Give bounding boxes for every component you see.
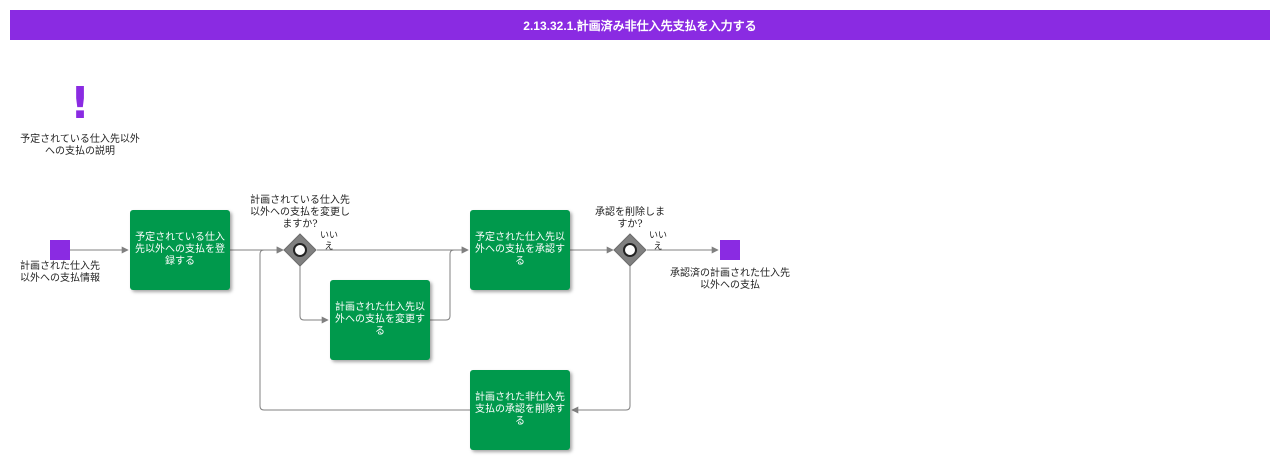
task-register-label: 予定されている仕入先以外への支払を登録する: [135, 232, 225, 267]
flow-change-to-approve: [430, 246, 469, 321]
start-event[interactable]: [50, 240, 70, 260]
flow-gateway-to-change: [299, 266, 329, 324]
end-event[interactable]: [720, 240, 740, 260]
task-delete-approval[interactable]: 計画された非仕入先支払の承認を削除する: [470, 370, 570, 450]
gateway-change[interactable]: [283, 233, 317, 267]
gateway-delete-label: 承認を削除しますか?: [595, 207, 665, 230]
end-event-label: 承認済の計画された仕入先以外への支払: [670, 268, 790, 291]
flow-delete-loop-back: [259, 246, 470, 411]
task-register-payment[interactable]: 予定されている仕入先以外への支払を登録する: [130, 210, 230, 290]
gateway-delete[interactable]: [613, 233, 647, 267]
gateway-change-label: 計画されている仕入先以外への支払を変更しますか?: [250, 195, 350, 230]
edge-label-no-change: いいえ: [319, 231, 338, 252]
task-change-label: 計画された仕入先以外への支払を変更する: [335, 302, 425, 337]
start-event-label: 計画された仕入先以外への支払情報: [20, 261, 100, 284]
task-approve-label: 予定された仕入先以外への支払を承認する: [475, 232, 565, 267]
annotation-text: 予定されている仕入先以外への支払の説明: [20, 134, 140, 157]
task-change-payment[interactable]: 計画された仕入先以外への支払を変更する: [330, 280, 430, 360]
edge-label-no-delete: いいえ: [648, 231, 667, 252]
task-approve-payment[interactable]: 予定された仕入先以外への支払を承認する: [470, 210, 570, 290]
flow-gateway-to-delete: [571, 266, 631, 414]
exclamation-icon: !: [70, 78, 91, 129]
task-delete-label: 計画された非仕入先支払の承認を削除する: [475, 392, 565, 427]
page-title: 2.13.32.1.計画済み非仕入先支払を入力する: [10, 10, 1270, 40]
